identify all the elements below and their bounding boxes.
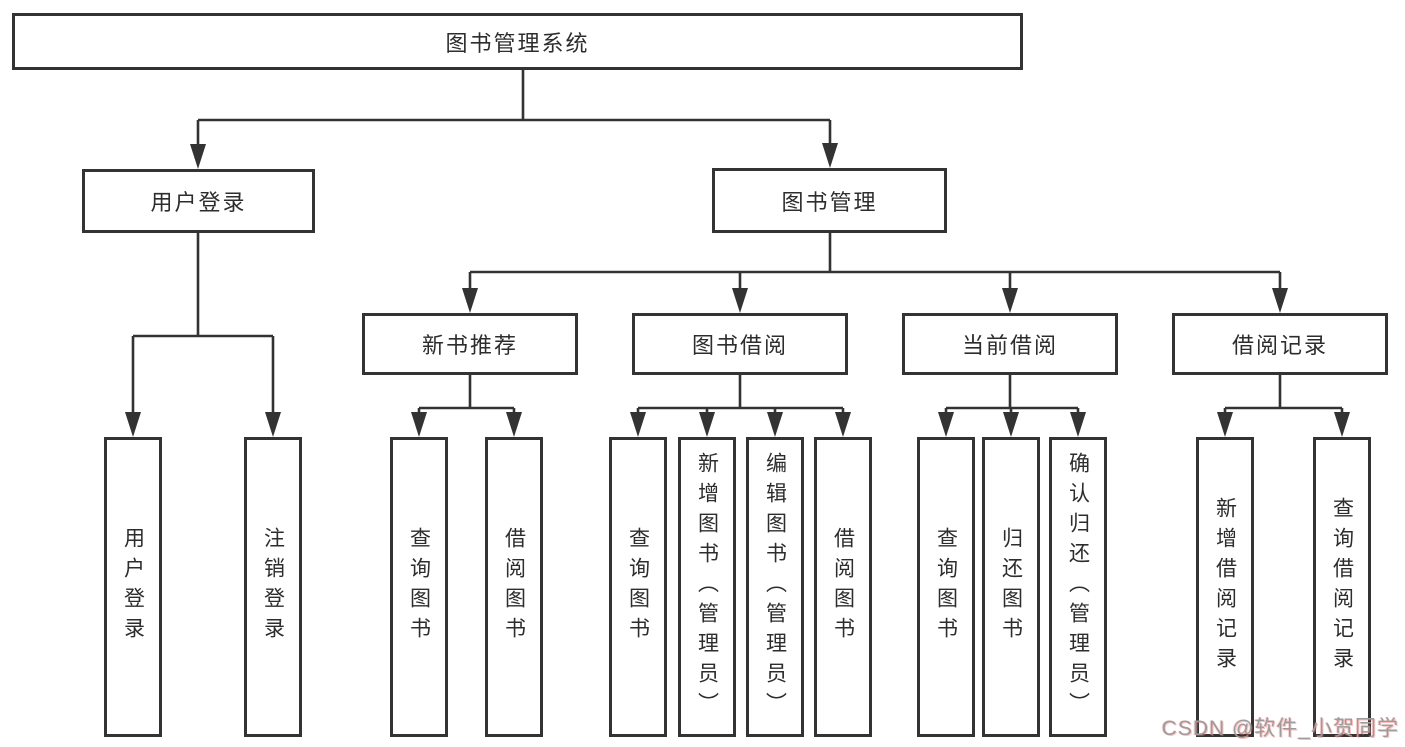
node-borrowing-records: 借阅记录 (1172, 313, 1388, 375)
node-book-management: 图书管理 (712, 168, 947, 233)
leaf-borrow-books-recommend: 借阅图书 (485, 437, 543, 737)
node-label: 查询借阅记录 (1330, 497, 1354, 677)
leaf-confirm-return-admin: 确认归还（管理员） (1049, 437, 1107, 737)
node-new-book-recommend: 新书推荐 (362, 313, 578, 375)
node-label: 新增借阅记录 (1213, 497, 1237, 677)
leaf-borrow-books: 借阅图书 (814, 437, 872, 737)
node-label: 借阅记录 (1231, 333, 1328, 358)
leaf-user-login: 用户登录 (104, 437, 162, 737)
node-label: 查询图书 (626, 527, 650, 647)
node-label: 图书管理系统 (445, 30, 590, 56)
node-label: 确认归还（管理员） (1066, 452, 1090, 722)
node-label: 借阅图书 (831, 527, 855, 647)
node-label: 图书借阅 (691, 333, 788, 358)
leaf-query-books-borrowing: 查询图书 (609, 437, 667, 737)
node-label: 查询图书 (934, 527, 958, 647)
node-label: 新增图书（管理员） (695, 452, 719, 722)
node-label: 归还图书 (999, 527, 1023, 647)
csdn-watermark: CSDN @软件_小贺同学 (1161, 717, 1399, 740)
node-label: 当前借阅 (961, 333, 1058, 358)
node-book-borrowing: 图书借阅 (632, 313, 848, 375)
node-label: 新书推荐 (421, 333, 518, 358)
leaf-query-books-current: 查询图书 (917, 437, 975, 737)
leaf-query-borrow-record: 查询借阅记录 (1313, 437, 1371, 737)
node-label: 注销登录 (261, 527, 285, 647)
leaf-return-books: 归还图书 (982, 437, 1040, 737)
leaf-add-borrow-record: 新增借阅记录 (1196, 437, 1254, 737)
node-label: 借阅图书 (502, 527, 526, 647)
node-label: 图书管理 (781, 189, 878, 215)
node-label: 用户登录 (121, 527, 145, 647)
node-label: 查询图书 (407, 527, 431, 647)
leaf-add-books-admin: 新增图书（管理员） (678, 437, 736, 737)
node-label: 用户登录 (150, 190, 247, 215)
node-label: 编辑图书（管理员） (763, 452, 787, 722)
leaf-edit-books-admin: 编辑图书（管理员） (746, 437, 804, 737)
node-root-library-system: 图书管理系统 (12, 13, 1023, 70)
leaf-logout: 注销登录 (244, 437, 302, 737)
leaf-query-books-recommend: 查询图书 (390, 437, 448, 737)
node-current-borrowing: 当前借阅 (902, 313, 1118, 375)
node-user-login: 用户登录 (82, 169, 315, 233)
